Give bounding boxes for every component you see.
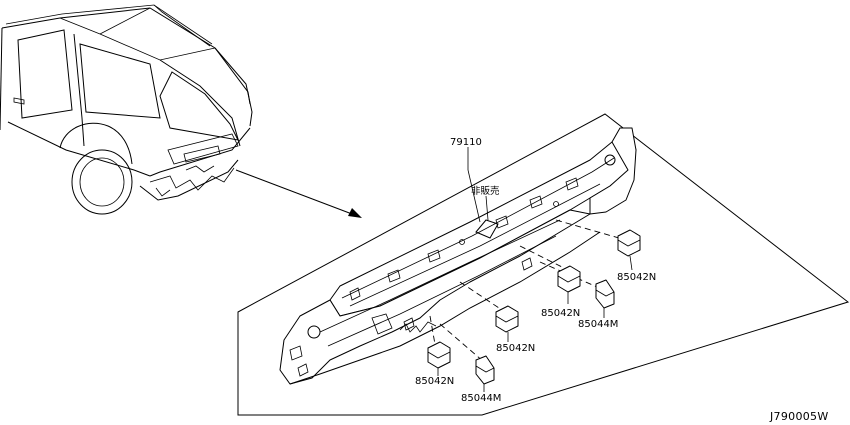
leader-lines (467, 147, 489, 223)
part-label-85044m-a: 85044M (578, 319, 618, 330)
bracket-c (595, 279, 615, 318)
bracket-e (427, 341, 451, 376)
part-label-85042n-c: 85042N (496, 343, 535, 354)
not-for-sale-note: 非販売 (471, 185, 500, 197)
part-label-85042n-d: 85042N (415, 376, 454, 387)
figure-code: J790005W (769, 410, 829, 423)
part-label-85044m-b: 85044M (461, 393, 501, 404)
bracket-a (617, 229, 641, 271)
vehicle-illustration (0, 4, 362, 218)
part-label-79110: 79110 (450, 137, 482, 148)
part-label-85042n-b: 85042N (541, 308, 580, 319)
assembly-frame (237, 113, 850, 416)
bracket-b (557, 265, 581, 304)
part-label-85042n-a: 85042N (617, 272, 656, 283)
bracket-f (475, 355, 495, 392)
bracket-d (495, 305, 519, 342)
rear-panel-illustration (279, 127, 637, 385)
